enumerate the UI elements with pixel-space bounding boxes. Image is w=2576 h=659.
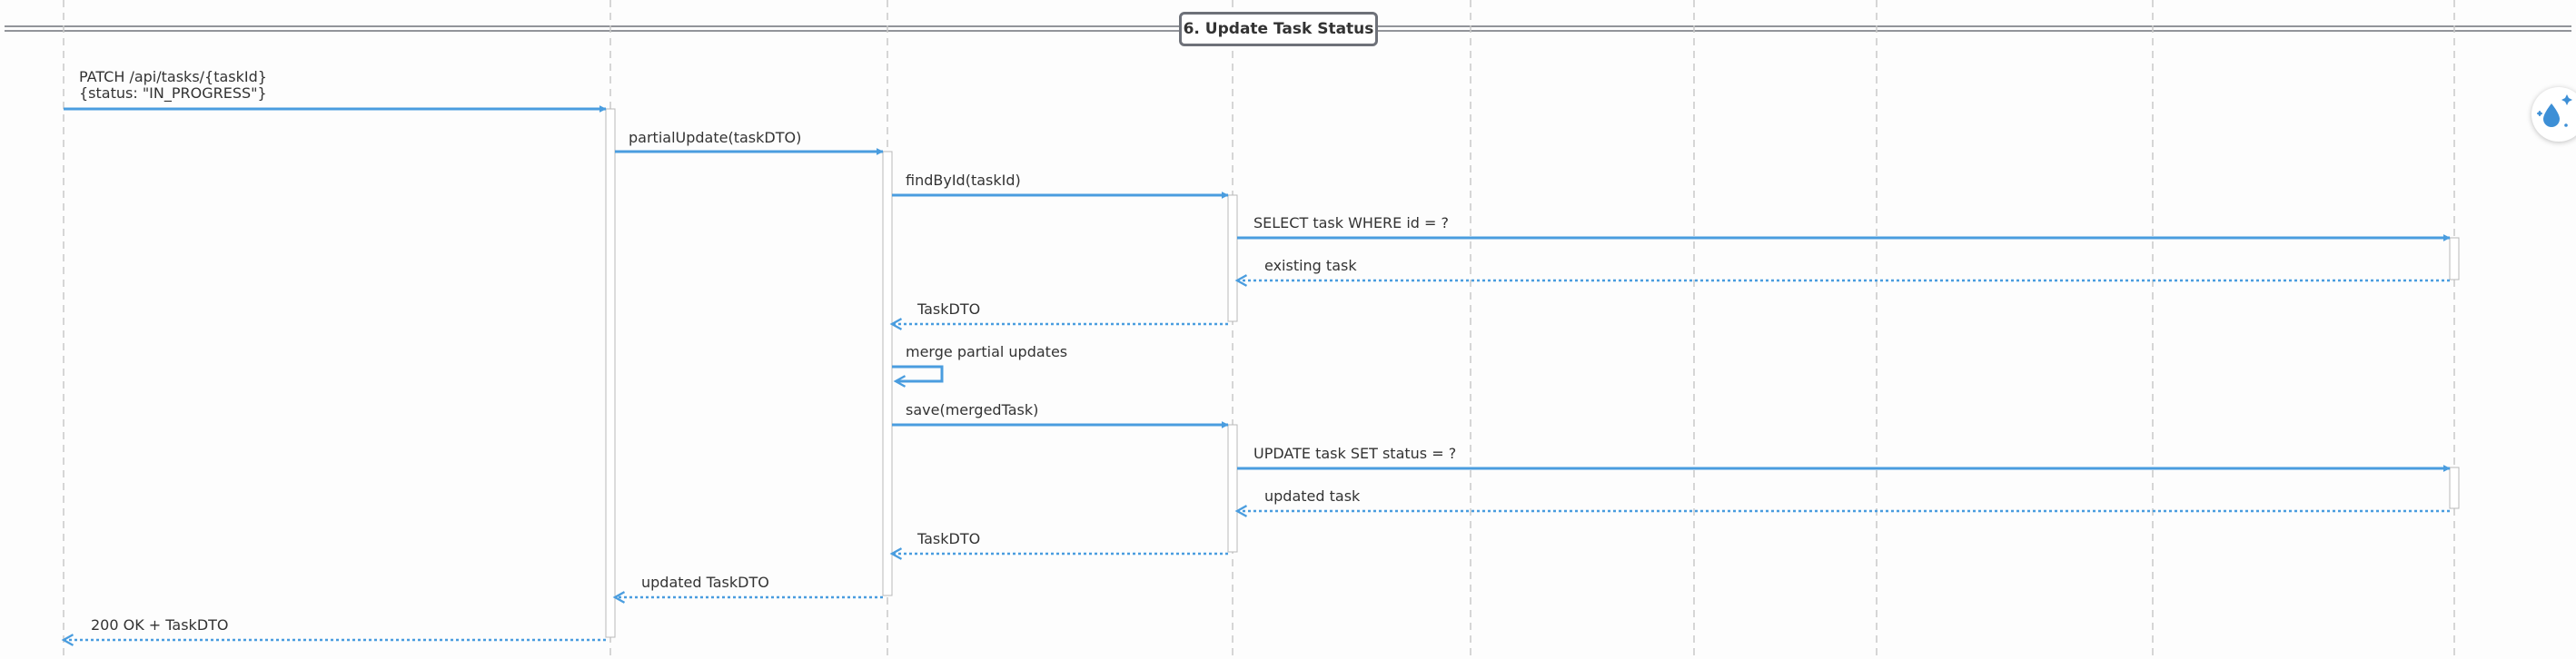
message-label: {status: "IN_PROGRESS"} [79, 84, 267, 103]
message-label: updated task [1264, 487, 1361, 505]
message: merge partial updates [892, 343, 1067, 381]
message-label: PATCH /api/tasks/{taskId} [79, 68, 267, 85]
activation-bar [605, 108, 616, 638]
activation-bar [1227, 424, 1238, 553]
message: updated task [1237, 487, 2450, 511]
water-drop-sparkle-icon [2537, 94, 2572, 127]
floating-action-button[interactable] [2531, 87, 2576, 142]
activation-bar [2449, 467, 2460, 509]
message-label: updated TaskDTO [641, 574, 769, 591]
message-label: SELECT task WHERE id = ? [1253, 214, 1449, 231]
message: TaskDTO [892, 300, 1228, 324]
message: UPDATE task SET status = ? [1237, 445, 2451, 472]
activation-bars [605, 108, 2460, 638]
self-message-arrow [892, 365, 944, 381]
message-label: merge partial updates [906, 343, 1067, 360]
message-label: existing task [1264, 257, 1357, 274]
message: PATCH /api/tasks/{taskId}{status: "IN_PR… [64, 68, 607, 113]
message: TaskDTO [892, 530, 1228, 554]
message: 200 OK + TaskDTO [64, 616, 606, 640]
activation-bar [2449, 237, 2460, 280]
message: existing task [1237, 257, 2450, 280]
activation-bar [1227, 194, 1238, 322]
message: save(mergedTask) [892, 401, 1229, 428]
message-label: 200 OK + TaskDTO [91, 616, 229, 634]
messages: PATCH /api/tasks/{taskId}{status: "IN_PR… [64, 68, 2451, 640]
message: updated TaskDTO [615, 574, 883, 597]
message-label: TaskDTO [916, 530, 980, 547]
lifelines [63, 0, 2455, 655]
message: findById(taskId) [892, 172, 1229, 199]
message: SELECT task WHERE id = ? [1237, 214, 2451, 241]
message-label: UPDATE task SET status = ? [1253, 445, 1456, 462]
message: partialUpdate(taskDTO) [615, 129, 884, 155]
message-label: partialUpdate(taskDTO) [629, 129, 801, 146]
message-label: findById(taskId) [906, 172, 1021, 189]
message-label: save(mergedTask) [906, 401, 1038, 418]
activation-bar [882, 151, 893, 596]
message-label: TaskDTO [916, 300, 980, 318]
section-title: 6. Update Task Status [1179, 12, 1378, 46]
